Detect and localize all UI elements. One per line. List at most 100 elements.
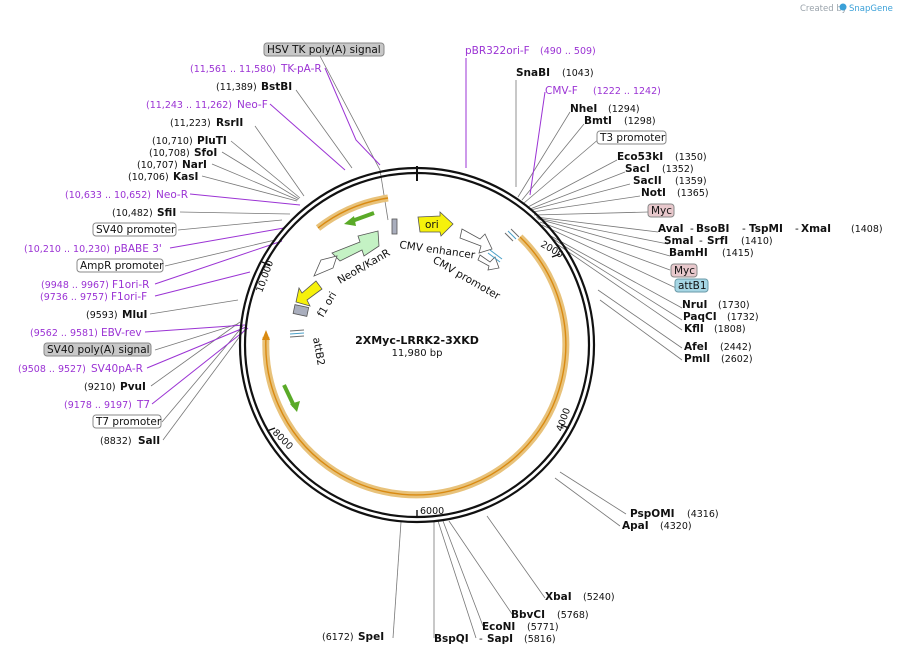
hsv-tk-box[interactable]	[263, 42, 385, 57]
site-name[interactable]: XbaI	[545, 591, 572, 603]
site-name[interactable]: Eco53kI	[617, 151, 663, 163]
site-name[interactable]: TspMI	[749, 223, 783, 235]
cmv-enhancer-feature[interactable]	[459, 228, 493, 254]
site-name[interactable]: SacI	[625, 163, 650, 175]
site-pos: (1808)	[714, 324, 746, 335]
site-name[interactable]: BmtI	[584, 115, 612, 127]
site-name[interactable]: SmaI	[664, 235, 694, 247]
small-grey-feature[interactable]	[391, 218, 398, 235]
site-pos: (2442)	[720, 342, 752, 353]
site-name[interactable]: NarI	[182, 159, 207, 171]
myc-box-1[interactable]	[647, 203, 675, 218]
separator: -	[742, 223, 746, 235]
snapgene-logo-icon	[839, 3, 847, 11]
primer-name[interactable]: CMV-F	[545, 85, 578, 97]
separator: -	[479, 633, 483, 645]
site-name[interactable]: PaqCI	[683, 311, 717, 323]
primer-name[interactable]: pBR322ori-F	[465, 45, 530, 57]
t7-promoter-box[interactable]	[92, 414, 162, 429]
ori-label: ori	[425, 219, 439, 231]
ori-feature[interactable]	[417, 211, 454, 237]
primer-pos: (11,243 .. 11,262)	[146, 100, 232, 111]
site-name[interactable]: PluTI	[197, 135, 227, 147]
site-name[interactable]: EcoNI	[482, 621, 515, 633]
site-pos: (4320)	[660, 521, 692, 532]
site-pos: (2602)	[721, 354, 753, 365]
site-name[interactable]: SalI	[138, 435, 160, 447]
sv40-promoter-box[interactable]	[92, 222, 177, 237]
f1-ori-label: f1 ori	[315, 290, 339, 320]
primer-name[interactable]: F1ori-R	[112, 279, 149, 291]
primer-name[interactable]: Neo-F	[237, 99, 268, 111]
site-name[interactable]: BbvCI	[511, 609, 545, 621]
myc-label-1: Myc	[651, 205, 672, 217]
site-name[interactable]: PmlI	[684, 353, 710, 365]
site-name[interactable]: BamHI	[669, 247, 708, 259]
primer-name[interactable]: pBABE 3'	[114, 243, 162, 255]
site-name[interactable]: SfoI	[194, 147, 217, 159]
neor-small-arrow[interactable]	[313, 255, 338, 277]
site-name[interactable]: PspOMI	[630, 508, 675, 520]
f1-ori-feature[interactable]	[295, 280, 323, 307]
site-name[interactable]: NruI	[682, 299, 707, 311]
credit-prefix: Created by	[800, 4, 847, 14]
site-name[interactable]: MluI	[122, 309, 147, 321]
site-name[interactable]: PvuI	[120, 381, 146, 393]
primer-name[interactable]: EBV-rev	[101, 327, 142, 339]
site-name[interactable]: NotI	[641, 187, 666, 199]
upper-arc-line	[317, 197, 389, 229]
site-pos: (5768)	[557, 610, 589, 621]
sv40-polya-box[interactable]	[43, 342, 152, 357]
primer-name[interactable]: F1ori-F	[111, 291, 147, 303]
site-pos: (1298)	[624, 116, 656, 127]
primer-name[interactable]: TK-pA-R	[280, 63, 322, 75]
site-name[interactable]: SfiI	[157, 207, 176, 219]
attb2-label: attB2	[310, 336, 327, 366]
separator: -	[699, 235, 703, 247]
t3-promoter-box[interactable]	[596, 130, 667, 145]
insert-arc	[262, 234, 570, 499]
myc-box-2[interactable]	[670, 263, 698, 278]
site-name[interactable]: KflI	[684, 323, 704, 335]
tick-10000: 10,000	[254, 259, 276, 294]
site-name[interactable]: BspQI	[434, 633, 469, 645]
site-name[interactable]: BstBI	[261, 81, 292, 93]
site-name[interactable]: NheI	[570, 103, 597, 115]
site-pos: (10,482)	[112, 208, 153, 219]
primer-pos: (9736 .. 9757)	[40, 292, 108, 303]
site-name[interactable]: XmaI	[801, 223, 831, 235]
site-name[interactable]: AvaI	[658, 223, 684, 235]
t7-promoter-label: T7 promoter	[95, 416, 162, 428]
site-pos: (5240)	[583, 592, 615, 603]
site-name[interactable]: SacII	[633, 175, 662, 187]
primer-pos: (1222 .. 1242)	[593, 86, 661, 97]
t3-promoter-label: T3 promoter	[599, 132, 666, 144]
site-pos: (1294)	[608, 104, 640, 115]
site-pos: (1365)	[677, 188, 709, 199]
grey-feature-box[interactable]	[292, 304, 310, 317]
primer-pos: (9508 .. 9527)	[18, 364, 86, 375]
site-name[interactable]: SrfI	[707, 235, 728, 247]
site-name[interactable]: SapI	[487, 633, 513, 645]
hsv-tk-label: HSV TK poly(A) signal	[267, 44, 381, 56]
neor-kanr-feature[interactable]	[331, 230, 380, 262]
site-name[interactable]: SpeI	[358, 631, 384, 643]
primer-name[interactable]: Neo-R	[156, 189, 188, 201]
primer-pos: (10,633 .. 10,652)	[65, 190, 151, 201]
site-pos: (10,707)	[137, 160, 178, 171]
site-name[interactable]: SnaBI	[516, 67, 550, 79]
scale-ticks	[261, 253, 570, 518]
site-name[interactable]: KasI	[173, 171, 198, 183]
primer-name[interactable]: SV40pA-R	[91, 363, 143, 375]
attb1-box[interactable]	[674, 278, 709, 293]
site-name[interactable]: ApaI	[622, 520, 649, 532]
site-name[interactable]: RsrII	[216, 117, 243, 129]
site-pos: (1732)	[727, 312, 759, 323]
ampr-promoter-box[interactable]	[76, 258, 164, 273]
site-name[interactable]: AfeI	[684, 341, 708, 353]
primer-pos: (9562 .. 9581)	[30, 328, 98, 339]
primer-name[interactable]: T7	[136, 399, 150, 411]
site-name[interactable]: BsoBI	[696, 223, 729, 235]
cmv-promoter-feature[interactable]	[477, 254, 500, 271]
